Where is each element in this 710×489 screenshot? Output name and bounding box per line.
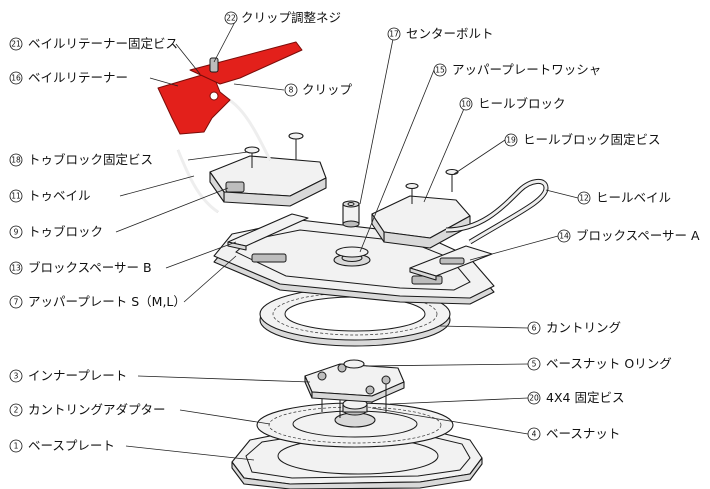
inner-plate [304,359,405,418]
label-13-number: 13 [11,264,21,273]
label-7: 7 アッパープレート S（M,L） [9,294,186,309]
toe-block [209,155,327,207]
label-4-number: 4 [532,430,537,439]
label-15: 15 アッパープレートワッシャ [433,62,601,77]
label-20-number: 20 [529,394,539,403]
label-13: 13 ブロックスペーサー B [9,260,152,275]
red-clip-assembly [157,41,303,135]
label-1-number: 1 [14,442,19,451]
label-22-number: 22 [226,14,236,23]
heel-block [371,195,471,249]
label-8-text: クリップ [302,82,353,97]
heel-bail [445,179,549,245]
label-16-number: 16 [11,74,21,83]
label-19: 19 ヒールブロック固定ビス [504,132,661,147]
label-6-text: カントリング [546,320,621,335]
label-1: 1 ベースプレート [9,438,115,453]
label-21-number: 21 [11,40,21,49]
label-18: 18 トゥブロック固定ビス [9,152,153,167]
label-8-number: 8 [289,86,294,95]
label-9-text: トゥブロック [28,224,103,239]
label-17: 17 センターボルト [387,26,494,41]
block-spacer-a [409,245,493,281]
label-5: 5 ベースナット Oリング [527,356,672,371]
label-22-text: クリップ調整ネジ [241,10,341,25]
label-7-text: アッパープレート S（M,L） [28,294,186,309]
label-21: 21 ベイルリテーナー固定ビス [9,36,178,51]
label-3: 3 インナープレート [9,368,127,383]
label-11-number: 11 [11,192,21,201]
label-1-text: ベースプレート [28,438,115,453]
label-18-text: トゥブロック固定ビス [28,152,153,167]
label-14-number: 14 [559,232,569,241]
label-14: 14 ブロックスペーサー A [557,228,700,243]
label-2-text: カントリングアダプター [28,402,166,417]
label-12-text: ヒールベイル [596,190,671,205]
label-17-number: 17 [389,30,399,39]
label-5-text: ベースナット Oリング [546,356,672,371]
upper-plate-washer [335,246,369,258]
label-11-text: トゥベイル [28,188,91,203]
label-10-text: ヒールブロック [478,96,566,111]
label-9-number: 9 [14,228,19,237]
clip-adjust-screw [209,57,219,73]
label-12-number: 12 [579,194,589,203]
label-22: 22 クリップ調整ネジ [224,10,341,25]
label-15-text: アッパープレートワッシャ [452,62,601,77]
label-20: 20 4X4 固定ビス [527,390,624,405]
toe-block-screws [244,132,304,168]
label-21-text: ベイルリテーナー固定ビス [28,36,178,51]
label-18-number: 18 [11,156,21,165]
label-16-text: ベイルリテーナー [28,70,128,85]
label-11: 11 トゥベイル [9,188,91,203]
label-3-text: インナープレート [28,368,127,383]
label-6: 6 カントリング [527,320,621,335]
label-19-text: ヒールブロック固定ビス [523,132,661,147]
label-19-number: 19 [506,136,516,145]
label-3-number: 3 [14,372,19,381]
label-16: 16 ベイルリテーナー [9,70,128,85]
label-15-number: 15 [435,66,445,75]
label-9: 9 トゥブロック [9,224,103,239]
leader-lines [115,17,579,461]
label-2-number: 2 [14,406,19,415]
label-13-text: ブロックスペーサー B [28,260,152,275]
center-bolt [342,200,360,228]
label-5-number: 5 [532,360,537,369]
label-17-text: センターボルト [406,26,494,41]
label-7-number: 7 [14,298,19,307]
heel-block-screws [405,168,459,204]
label-14-text: ブロックスペーサー A [576,228,700,243]
label-10: 10 ヒールブロック [459,96,566,111]
label-4: 4 ベースナット [527,426,620,441]
label-2: 2 カントリングアダプター [9,402,166,417]
label-10-number: 10 [461,100,471,109]
label-4-text: ベースナット [546,426,620,441]
label-20-text: 4X4 固定ビス [546,390,624,405]
label-12: 12 ヒールベイル [577,190,671,205]
label-6-number: 6 [532,324,537,333]
label-8: 8 クリップ [284,82,353,97]
